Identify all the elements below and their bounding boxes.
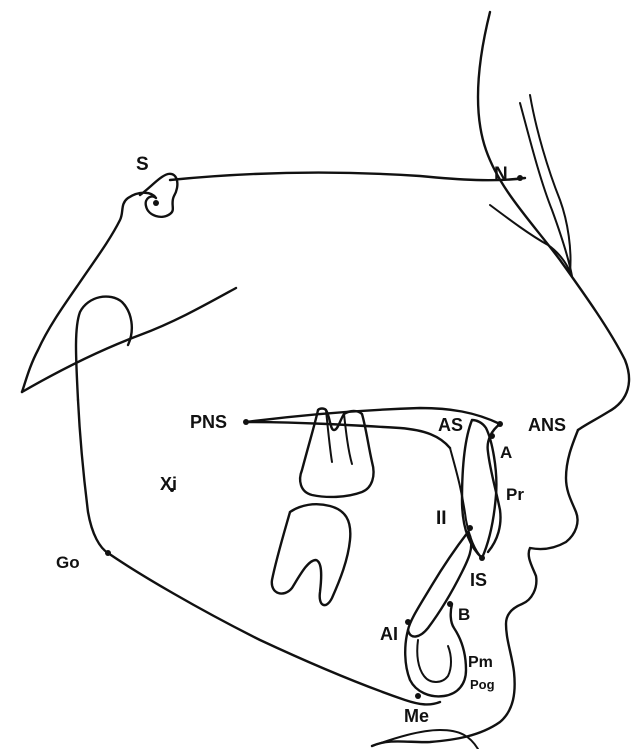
condyle bbox=[76, 297, 132, 400]
label-S: S bbox=[136, 154, 149, 175]
point-Go bbox=[105, 550, 111, 556]
upper-incisor-root bbox=[450, 448, 482, 558]
label-AS: AS bbox=[438, 415, 463, 435]
label-Xi: Xi bbox=[160, 474, 177, 494]
frontal-inner bbox=[490, 205, 570, 272]
symphysis-inner bbox=[417, 640, 451, 682]
label-Pog: Pog bbox=[470, 677, 495, 692]
label-A: A bbox=[500, 443, 512, 462]
cranial-base-line bbox=[170, 173, 525, 181]
point-ANS bbox=[497, 421, 503, 427]
label-IS: IS bbox=[470, 570, 487, 590]
point-N bbox=[517, 175, 523, 181]
upper-molar bbox=[300, 409, 373, 497]
point-PNS bbox=[243, 419, 249, 425]
point-B bbox=[447, 601, 453, 607]
label-AI: AI bbox=[380, 624, 398, 644]
sella-turcica bbox=[22, 174, 177, 392]
label-ANS: ANS bbox=[528, 415, 566, 435]
nasal-bone-outer bbox=[520, 103, 572, 276]
ramus-posterior bbox=[78, 400, 108, 553]
label-B: B bbox=[458, 605, 470, 624]
label-Go: Go bbox=[56, 553, 80, 572]
label-II: II bbox=[436, 508, 447, 529]
point-II bbox=[467, 525, 473, 531]
upper-incisor bbox=[462, 420, 496, 558]
label-Me: Me bbox=[404, 706, 429, 726]
point-IS bbox=[479, 555, 485, 561]
label-N: N bbox=[494, 164, 508, 185]
label-Pm: Pm bbox=[468, 654, 493, 671]
forehead-nose-profile bbox=[478, 12, 629, 430]
label-PNS: PNS bbox=[190, 412, 227, 432]
point-S bbox=[153, 200, 159, 206]
label-Pr: Pr bbox=[506, 485, 524, 504]
point-A bbox=[489, 433, 495, 439]
point-AI bbox=[405, 619, 411, 625]
lower-molar bbox=[272, 504, 351, 605]
chin-base bbox=[372, 730, 478, 749]
point-Me bbox=[415, 693, 421, 699]
